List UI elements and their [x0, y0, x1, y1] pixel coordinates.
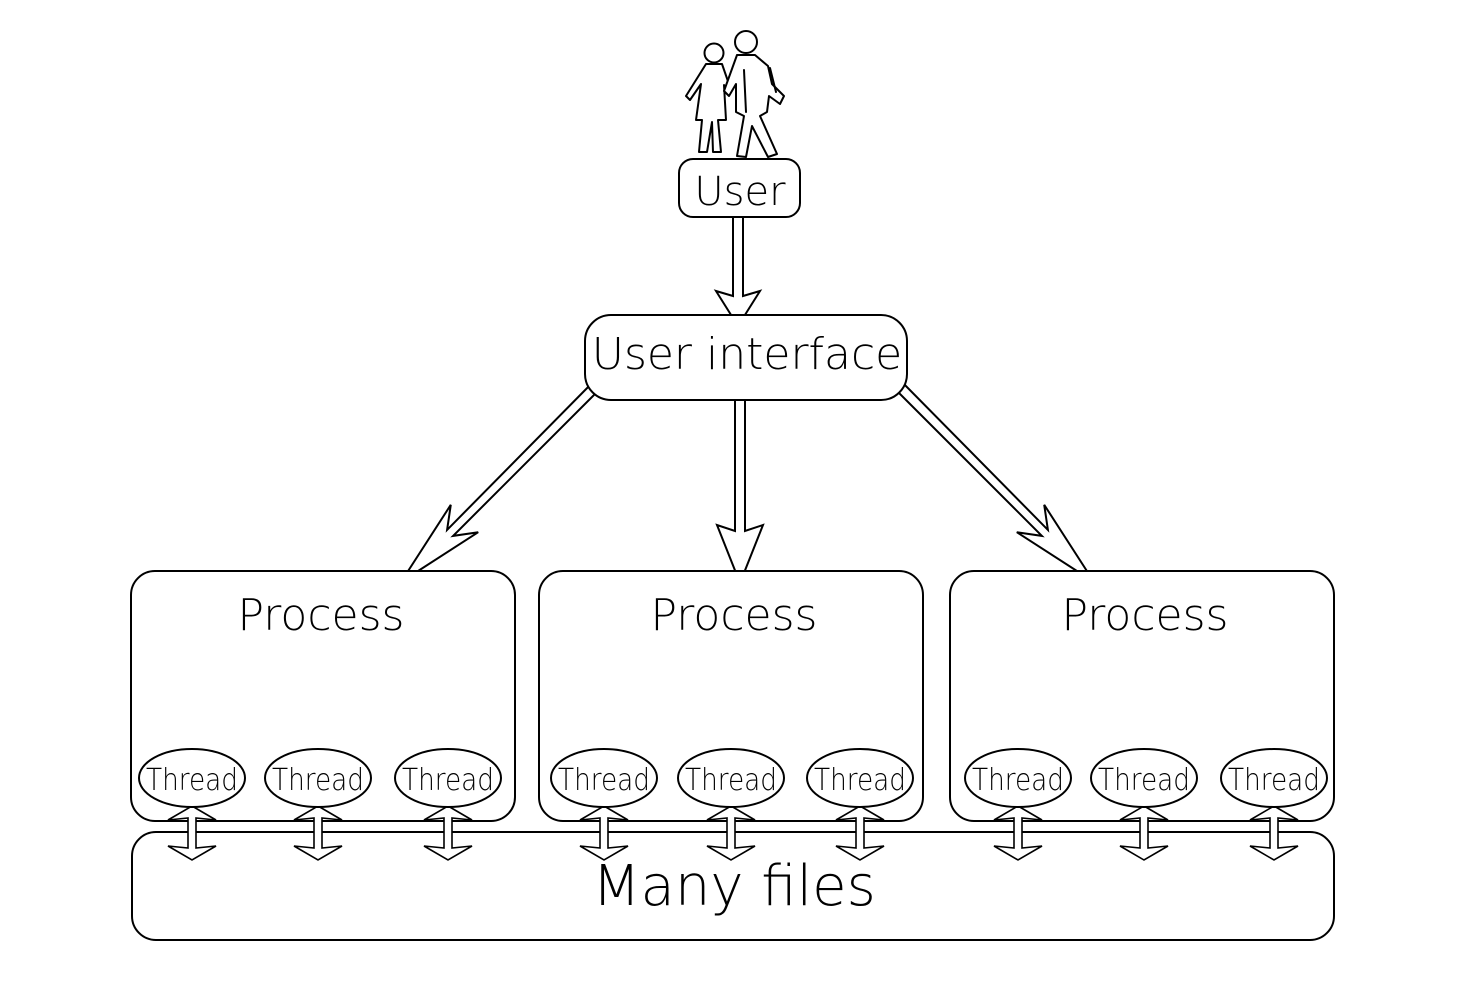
thread-label: Thread [146, 763, 238, 798]
thread-label: Thread [1098, 763, 1190, 798]
thread-file-arrow [167, 805, 217, 861]
thread-oval: Thread [138, 748, 246, 808]
ui-label: User interface [592, 329, 903, 380]
thread-file-arrow [835, 805, 885, 861]
thread-oval: Thread [806, 748, 914, 808]
thread-file-arrow [1119, 805, 1169, 861]
user-box [678, 158, 801, 218]
process-label-1: Process [238, 590, 405, 641]
thread-label: Thread [272, 763, 364, 798]
thread-oval: Thread [550, 748, 658, 808]
arrow-ui-to-process-left [400, 379, 603, 583]
thread-oval: Thread [964, 748, 1072, 808]
thread-file-arrow [706, 805, 756, 861]
thread-file-arrows [167, 805, 1299, 861]
thread-label: Thread [558, 763, 650, 798]
arrow-ui-to-process-middle [715, 392, 765, 586]
arrow-user-to-ui [713, 215, 763, 328]
thread-label: Thread [972, 763, 1064, 798]
user-label: User [694, 169, 786, 215]
thread-label: Thread [402, 763, 494, 798]
people-icon [685, 30, 785, 158]
thread-file-arrow [293, 805, 343, 861]
thread-oval: Thread [1220, 748, 1328, 808]
thread-label: Thread [1228, 763, 1320, 798]
arrow-ui-to-process-right [892, 379, 1095, 583]
thread-oval: Thread [394, 748, 502, 808]
thread-oval: Thread [264, 748, 372, 808]
thread-label: Thread [685, 763, 777, 798]
process-label-3: Process [1062, 590, 1229, 641]
thread-label: Thread [814, 763, 906, 798]
thread-oval: Thread [677, 748, 785, 808]
thread-file-arrow [423, 805, 473, 861]
files-label: Many files [592, 854, 876, 919]
process-label-2: Process [651, 590, 818, 641]
thread-oval: Thread [1090, 748, 1198, 808]
thread-file-arrow [993, 805, 1043, 861]
thread-file-arrow [579, 805, 629, 861]
thread-file-arrow [1249, 805, 1299, 861]
ui-box [584, 314, 908, 401]
thread-ovals: Thread Thread Thread Thread Thread Thread Thre… [138, 748, 1328, 808]
